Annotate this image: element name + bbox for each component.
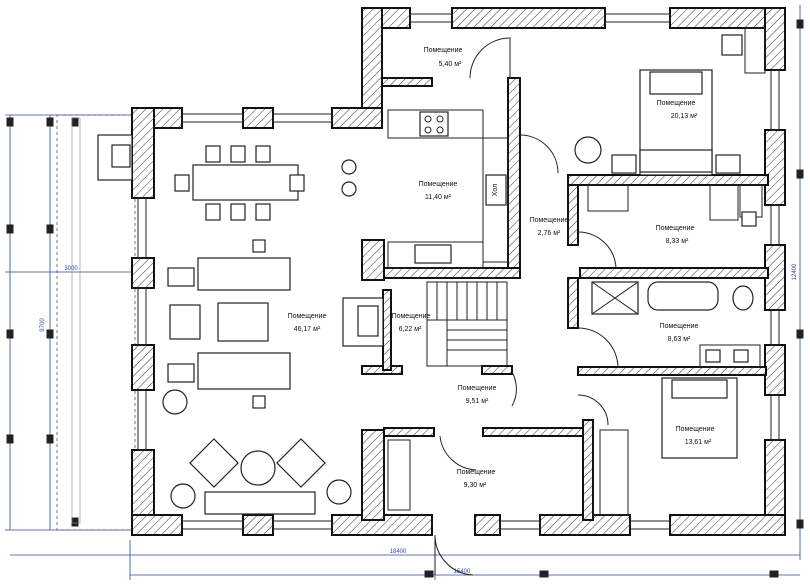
room-labels: Помещение 5,40 м² Помещение 20,13 м² Пом… (288, 47, 715, 489)
room-name: Помещение (530, 217, 569, 224)
doors (434, 37, 619, 576)
room-area: 6,22 м² (399, 326, 422, 333)
room-name: Помещение (392, 313, 431, 320)
dim-house-width: 15400 (454, 569, 471, 575)
windows (137, 13, 780, 530)
room-area: 2,76 м² (538, 230, 561, 237)
exterior-walls (131, 7, 786, 536)
dim-terrace-width: 3000 (64, 266, 78, 272)
room-name: Помещение (288, 313, 327, 320)
dim-terrace-depth: 9700 (40, 318, 46, 332)
room-area: 8,63 м² (668, 336, 691, 343)
room-area: 5,40 м² (439, 61, 462, 68)
staircase (426, 281, 508, 367)
room-area: 13,61 м² (685, 439, 712, 446)
room-area: 46,17 м² (294, 326, 321, 333)
dimension-lines: 3000 9700 18400 15400 12400 (5, 5, 804, 580)
room-name: Помещение (676, 426, 715, 433)
room-name: Помещение (458, 385, 497, 392)
terrace (56, 114, 136, 531)
dim-right-height: 12400 (792, 263, 798, 280)
furniture (97, 27, 766, 516)
room-area: 20,13 м² (671, 113, 698, 120)
room-area: 9,30 м² (464, 482, 487, 489)
room-area: 9,51 м² (466, 398, 489, 405)
room-name: Помещение (657, 100, 696, 107)
room-name: Помещение (656, 225, 695, 232)
room-name: Помещение (457, 469, 496, 476)
room-area: 8,33 м² (666, 238, 689, 245)
room-area: 11,40 м² (425, 194, 452, 201)
room-name: Помещение (424, 47, 463, 54)
fridge-label: Хол (492, 184, 499, 196)
room-name: Помещение (419, 181, 458, 188)
room-name: Помещение (660, 323, 699, 330)
dim-overall-width: 18400 (390, 549, 407, 555)
